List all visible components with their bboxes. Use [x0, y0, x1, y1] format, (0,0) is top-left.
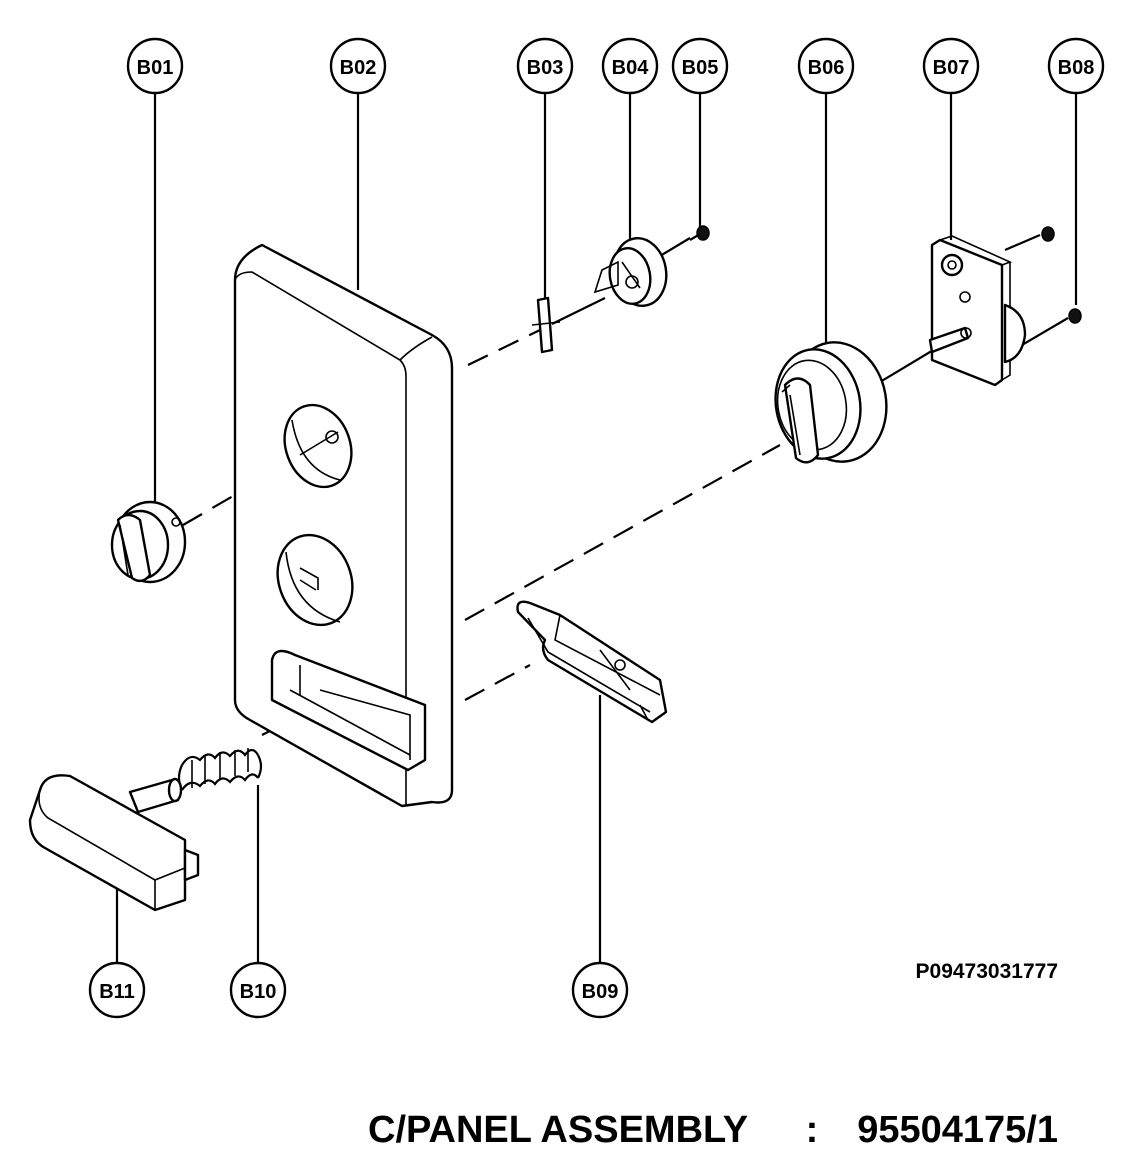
potentiometer: [928, 226, 1055, 387]
callout-b05[interactable]: B05: [671, 37, 729, 95]
rotary-switch: [593, 237, 668, 307]
callout-label-b08: B08: [1058, 57, 1095, 79]
callout-b07[interactable]: B07: [922, 37, 980, 95]
callout-b09[interactable]: B09: [571, 961, 629, 1019]
release-lever: [28, 774, 200, 912]
large-control-knob: [774, 341, 888, 464]
callout-label-b10: B10: [240, 981, 277, 1003]
assembly-separator: :: [806, 1109, 819, 1151]
callout-b06[interactable]: B06: [797, 37, 855, 95]
callout-label-b05: B05: [682, 57, 719, 79]
callout-b01[interactable]: B01: [126, 37, 184, 95]
screw-b05: [689, 225, 710, 241]
callout-b11[interactable]: B11: [88, 961, 146, 1019]
callout-b03[interactable]: B03: [516, 37, 574, 95]
callout-label-b11: B11: [99, 981, 135, 1003]
assembly-name: C/PANEL ASSEMBLY: [368, 1109, 748, 1151]
callout-label-b04: B04: [612, 57, 650, 79]
callout-label-b01: B01: [137, 57, 174, 79]
callout-b02[interactable]: B02: [329, 37, 387, 95]
callout-label-b06: B06: [808, 57, 845, 79]
assembly-title: C/PANEL ASSEMBLY : 95504175/1: [368, 1109, 1058, 1151]
callout-label-b03: B03: [527, 57, 564, 79]
small-control-knob: [110, 500, 187, 584]
callout-label-b07: B07: [933, 57, 970, 79]
callout-label-b02: B02: [340, 57, 377, 79]
assembly-part-number: 95504175/1: [857, 1109, 1058, 1151]
drawing-number: P09473031777: [916, 960, 1058, 983]
compression-spring: [177, 748, 263, 791]
door-latch: [516, 600, 668, 724]
callout-b04[interactable]: B04: [601, 37, 659, 95]
control-panel-body: [233, 243, 454, 808]
retaining-clip: [531, 296, 561, 354]
callout-label-b09: B09: [582, 981, 619, 1003]
screw-b08: [1068, 308, 1082, 324]
callout-b10[interactable]: B10: [229, 961, 287, 1019]
callout-b08[interactable]: B08: [1047, 37, 1105, 95]
